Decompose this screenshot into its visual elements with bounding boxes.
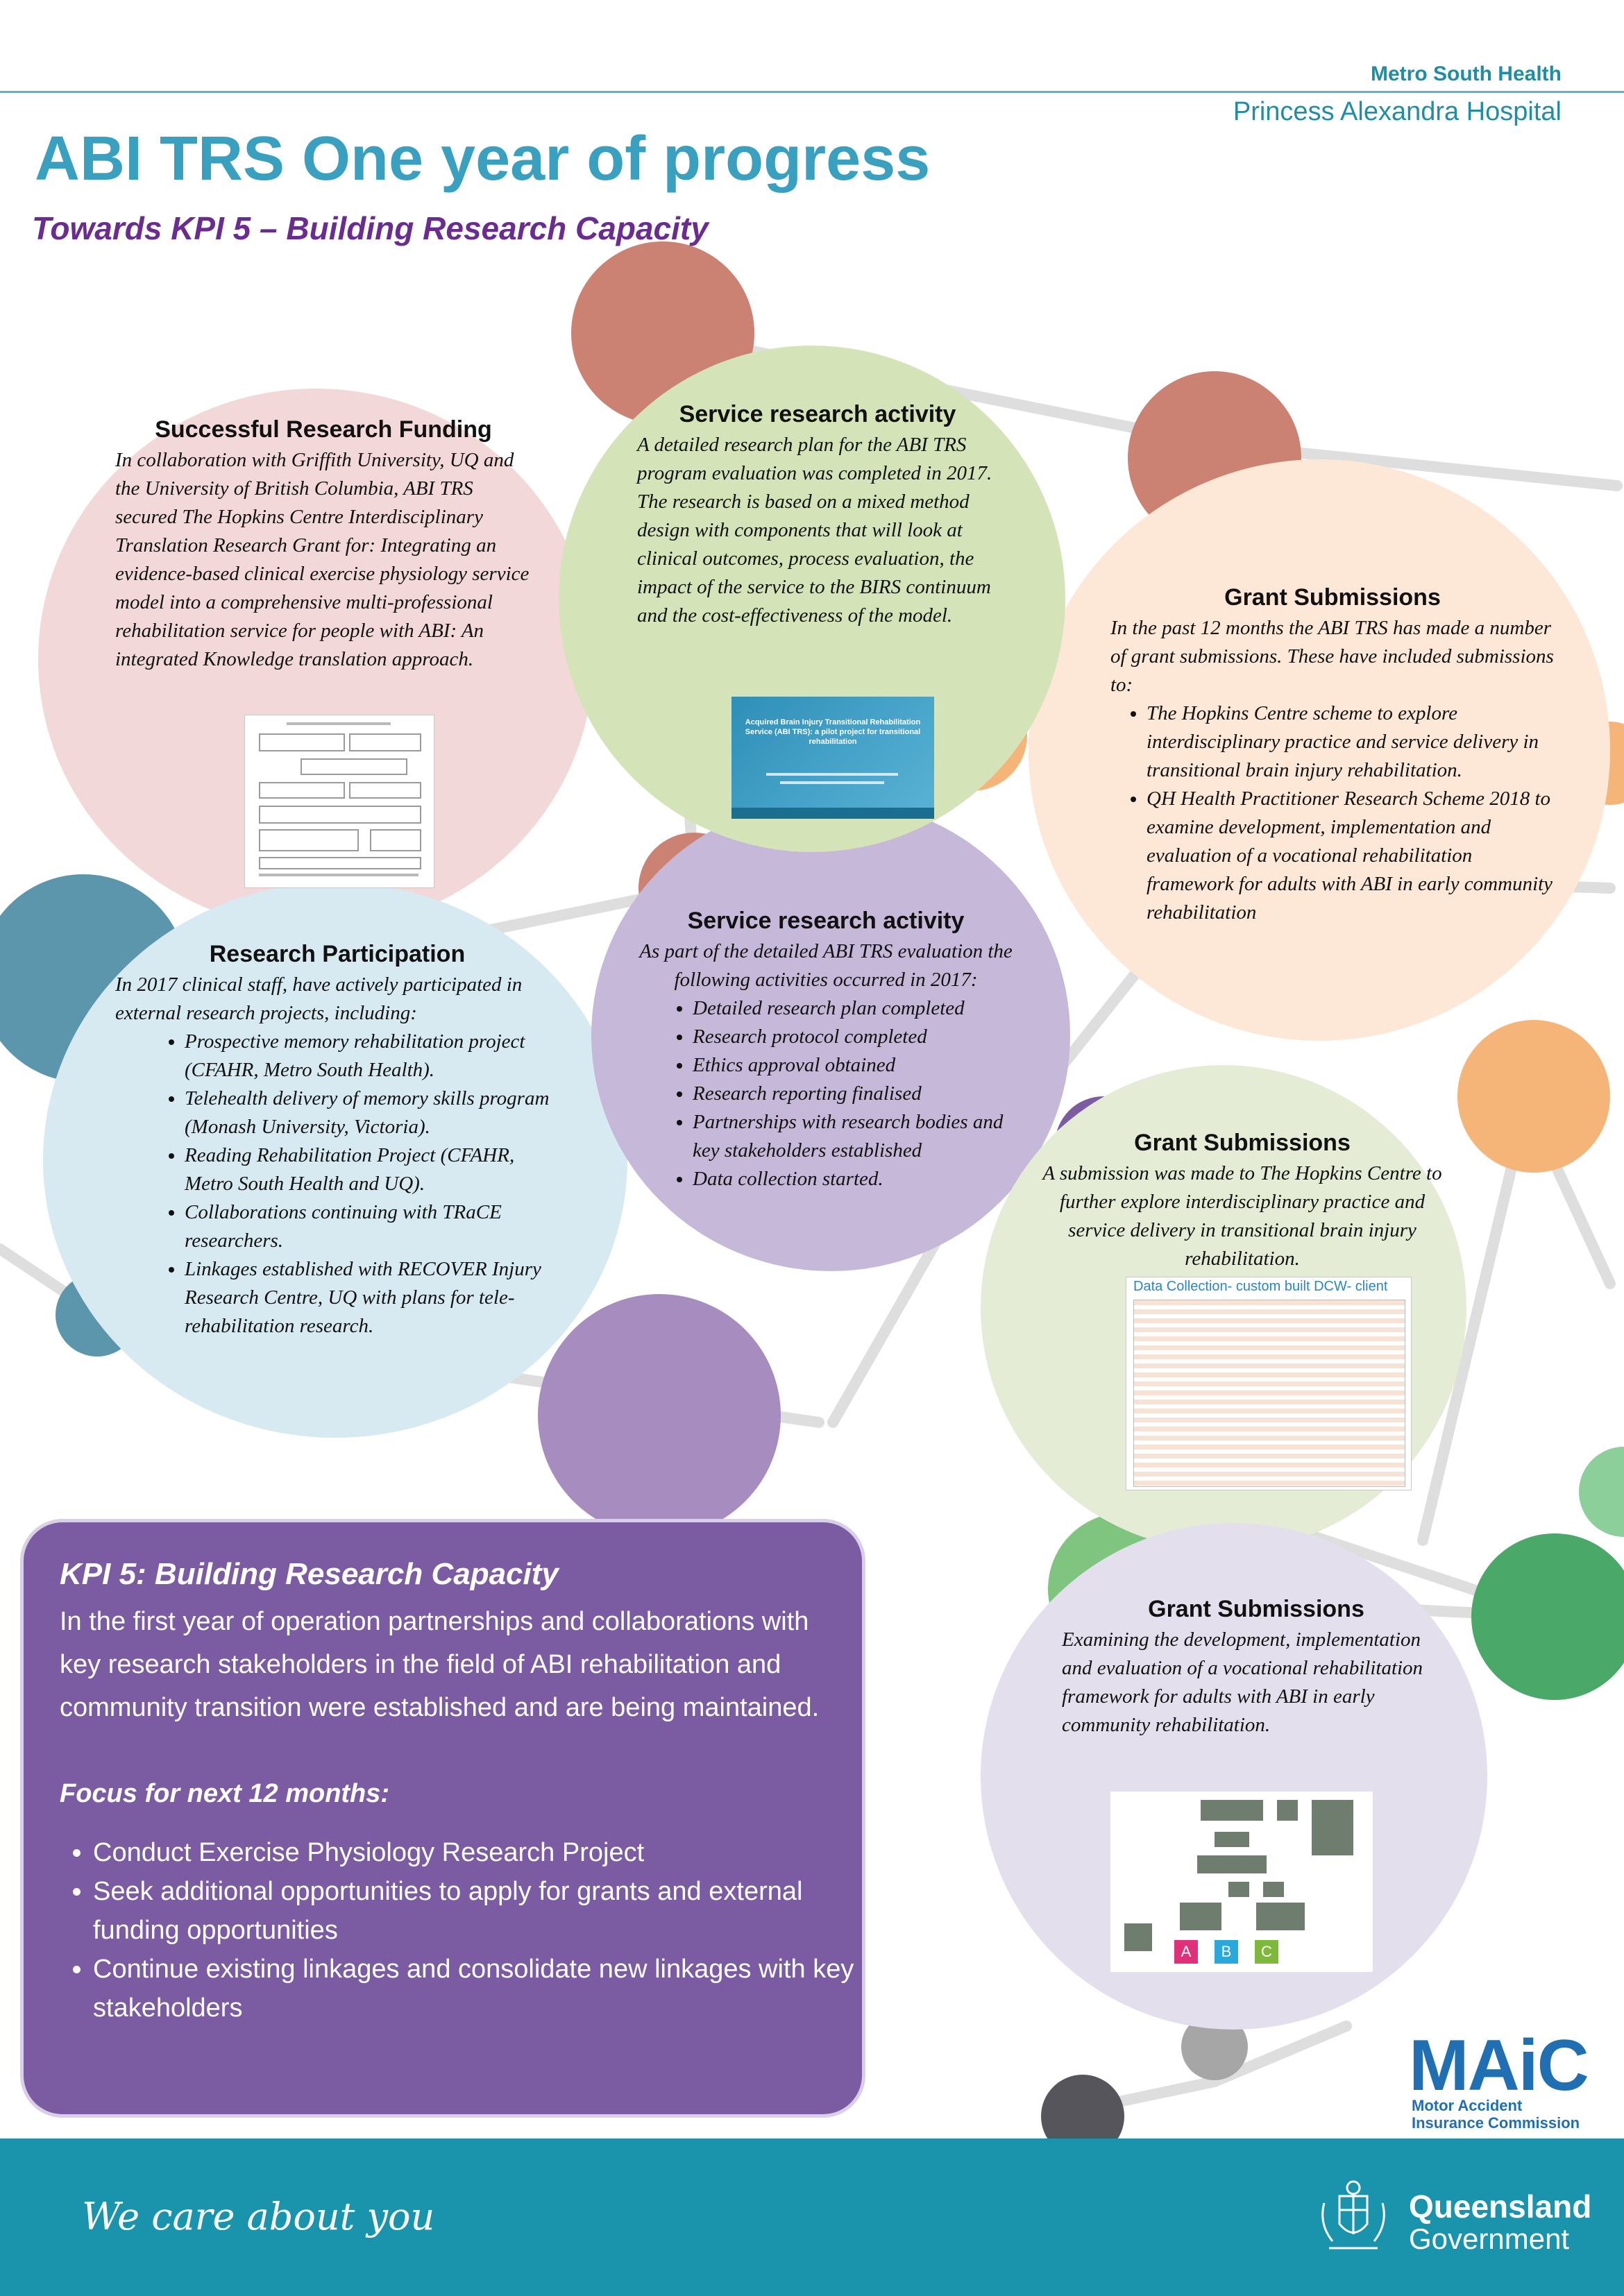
page-title: ABI TRS One year of progress [35,124,931,194]
funding-diagram-thumbnail [244,715,434,888]
service2-block: Service research activity As part of the… [625,908,1027,1193]
service2-circle [591,799,1070,1271]
participation-block: Research Participation In 2017 clinical … [115,941,559,1341]
service2-item: Research reporting finalised [693,1080,1027,1108]
org-name-pah: Princess Alexandra Hospital [1233,97,1562,126]
service2-heading: Service research activity [687,908,965,934]
grant3-heading: Grant Submissions [1148,1596,1364,1622]
header-rule [0,91,1624,93]
service1-heading: Service research activity [679,401,956,427]
kpi-focus-list: Conduct Exercise Physiology Research Pro… [60,1833,884,2027]
grant1-intro: In the past 12 months the ABI TRS has ma… [1110,617,1554,696]
grant1-list: The Hopkins Centre scheme to explore int… [1110,699,1555,927]
kpi-title: KPI 5: Building Research Capacity [60,1557,559,1591]
flow-box-a: A [1174,1940,1198,1964]
queensland-logo-line2: Government [1409,2222,1570,2255]
grant2-data-table-thumbnail: Data Collection- custom built DCW- clien… [1126,1277,1412,1490]
participation-heading: Research Participation [209,941,466,967]
service1-block: Service research activity A detailed res… [637,401,998,630]
service1-report-cover: Acquired Brain Injury Transitional Rehab… [731,697,934,819]
grant1-circle [1029,459,1610,1041]
service2-item: Research protocol completed [693,1023,1027,1051]
participation-item: Prospective memory rehabilitation projec… [185,1028,559,1085]
service2-list: Detailed research plan completed Researc… [625,994,1027,1193]
flow-box-b: B [1215,1940,1238,1964]
service2-item: Detailed research plan completed [693,994,1027,1023]
funding-text: In collaboration with Griffith Universit… [115,449,530,670]
flow-box-c: C [1255,1940,1278,1964]
participation-item: Linkages established with RECOVER Injury… [185,1255,559,1341]
kpi-focus-item: Seek additional opportunities to apply f… [93,1872,884,1950]
footer-slogan: We care about you [82,2195,435,2238]
service2-item: Data collection started. [693,1165,1027,1193]
participation-intro: In 2017 clinical staff, have actively pa… [115,973,523,1024]
participation-item: Telehealth delivery of memory skills pro… [185,1085,559,1141]
participation-item: Collaborations continuing with TRaCE res… [185,1198,559,1255]
participation-list: Prospective memory rehabilitation projec… [115,1028,559,1341]
page-subtitle: Towards KPI 5 – Building Research Capaci… [32,210,709,246]
grant1-item: The Hopkins Centre scheme to explore int… [1147,699,1555,785]
maic-logo-subtitle: Motor Accident Insurance Commission [1412,2097,1580,2132]
grant2-heading: Grant Submissions [1134,1130,1351,1156]
service2-item: Ethics approval obtained [693,1051,1027,1080]
kpi-text: In the first year of operation partnersh… [60,1607,820,1722]
org-name-metro-south: Metro South Health [1371,62,1562,85]
queensland-logo-line1: Queensland [1409,2188,1592,2225]
participation-circle [43,883,627,1438]
grant1-block: Grant Submissions In the past 12 months … [1110,584,1555,927]
service2-item: Partnerships with research bodies and ke… [693,1108,1027,1165]
funding-block: Successful Research Funding In collabora… [115,416,532,674]
participation-item: Reading Rehabilitation Project (CFAHR, M… [185,1141,559,1198]
grant3-flowchart-thumbnail: A B C [1110,1792,1373,1972]
grant1-item: QH Health Practitioner Research Scheme 2… [1147,785,1555,927]
service2-intro: As part of the detailed ABI TRS evaluati… [639,940,1013,991]
grant2-block: Grant Submissions A submission was made … [1041,1130,1444,1273]
grant3-text: Examining the development, implementatio… [1062,1629,1423,1736]
kpi-panel: KPI 5: Building Research Capacity In the… [24,1522,862,2114]
grant2-text: A submission was made to The Hopkins Cen… [1042,1162,1442,1270]
grant2-table-title: Data Collection- custom built DCW- clien… [1133,1279,1388,1294]
kpi-focus-item: Continue existing linkages and consolida… [93,1950,884,2027]
funding-heading: Successful Research Funding [155,416,492,443]
service1-cover-title: Acquired Brain Injury Transitional Rehab… [745,718,921,746]
grant3-block: Grant Submissions Examining the developm… [1062,1596,1450,1740]
kpi-focus-item: Conduct Exercise Physiology Research Pro… [93,1833,884,1872]
service1-text: A detailed research plan for the ABI TRS… [637,434,992,627]
grant1-heading: Grant Submissions [1224,584,1441,611]
queensland-crest-icon [1321,2180,1385,2250]
maic-logo: MAiC [1409,2025,1589,2106]
kpi-focus-heading: Focus for next 12 months: [60,1779,390,1808]
